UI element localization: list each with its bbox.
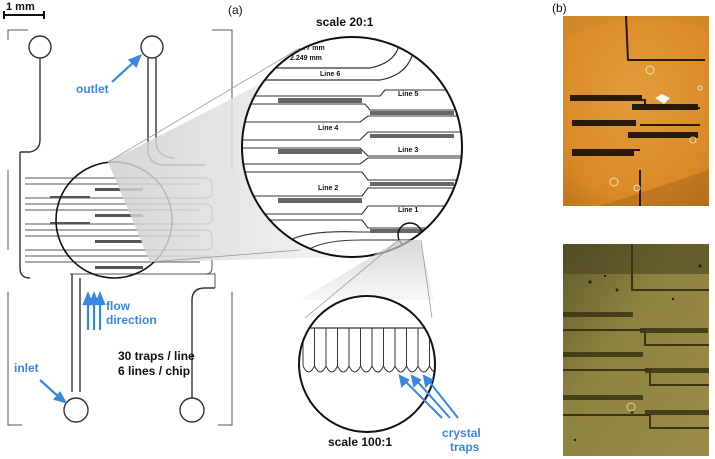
zoom-20-circle [241, 36, 463, 258]
line-5-label: Line 5 [398, 91, 418, 98]
line-4-label: Line 4 [318, 125, 338, 132]
micrograph-top [563, 15, 709, 206]
inlet-label: inlet [14, 361, 39, 375]
trap-cup [337, 365, 350, 373]
zoom-100-view [299, 296, 435, 432]
trap-cup [429, 365, 435, 373]
trap-cup [406, 365, 419, 373]
trap-cup [302, 365, 315, 373]
trap-cup [383, 365, 396, 373]
flow-label-line1: flow [106, 299, 131, 313]
trap-cup [360, 365, 373, 373]
line-2-label: Line 2 [318, 185, 338, 192]
line-3-label: Line 3 [398, 147, 418, 154]
line-1-label: Line 1 [398, 207, 418, 214]
line-6-label: Line 6 [320, 71, 340, 78]
scale-bar-label: 1 mm [6, 1, 35, 13]
outlet-arrow [111, 54, 142, 83]
scale-bar: 1 mm [3, 1, 45, 19]
outlet-port [140, 35, 164, 59]
trap-cup [314, 365, 327, 373]
crystal-trap-arrows [398, 374, 459, 419]
dimension-label-1: 2.??7 mm [292, 45, 325, 52]
panel-b-label: (b) [552, 1, 567, 15]
trap-cup [371, 365, 384, 373]
dimension-label-2: 2.249 mm [290, 55, 322, 62]
zoom-cone-100x [300, 240, 434, 300]
panel-a-label: (a) [228, 3, 243, 17]
zoom-100-label: scale 100:1 [328, 435, 392, 449]
micrograph-bottom [563, 244, 709, 456]
trap-cup [325, 365, 338, 373]
zoom-20-view: 2.??7 mm 2.249 mm Line 6 Line 5 Line 4 L… [242, 37, 462, 257]
inlet-arrow [39, 379, 68, 404]
trap-cup [394, 365, 407, 373]
traps-per-line-text: 30 traps / line [118, 349, 195, 363]
inlet-port [63, 397, 89, 423]
zoom-20-label: scale 20:1 [316, 15, 374, 29]
crystal-label-line1: crystal [442, 426, 481, 440]
flow-label-line2: direction [106, 313, 157, 327]
lines-per-chip-text: 6 lines / chip [118, 364, 190, 378]
flow-arrows [82, 291, 106, 330]
zoom-100-circle [298, 295, 436, 433]
trap-cup [348, 365, 361, 373]
top-left-port [28, 35, 52, 59]
outlet-label: outlet [76, 82, 109, 96]
trap-cup [417, 365, 430, 373]
bottom-right-port [179, 397, 205, 423]
crystal-label-line2: traps [450, 440, 480, 454]
